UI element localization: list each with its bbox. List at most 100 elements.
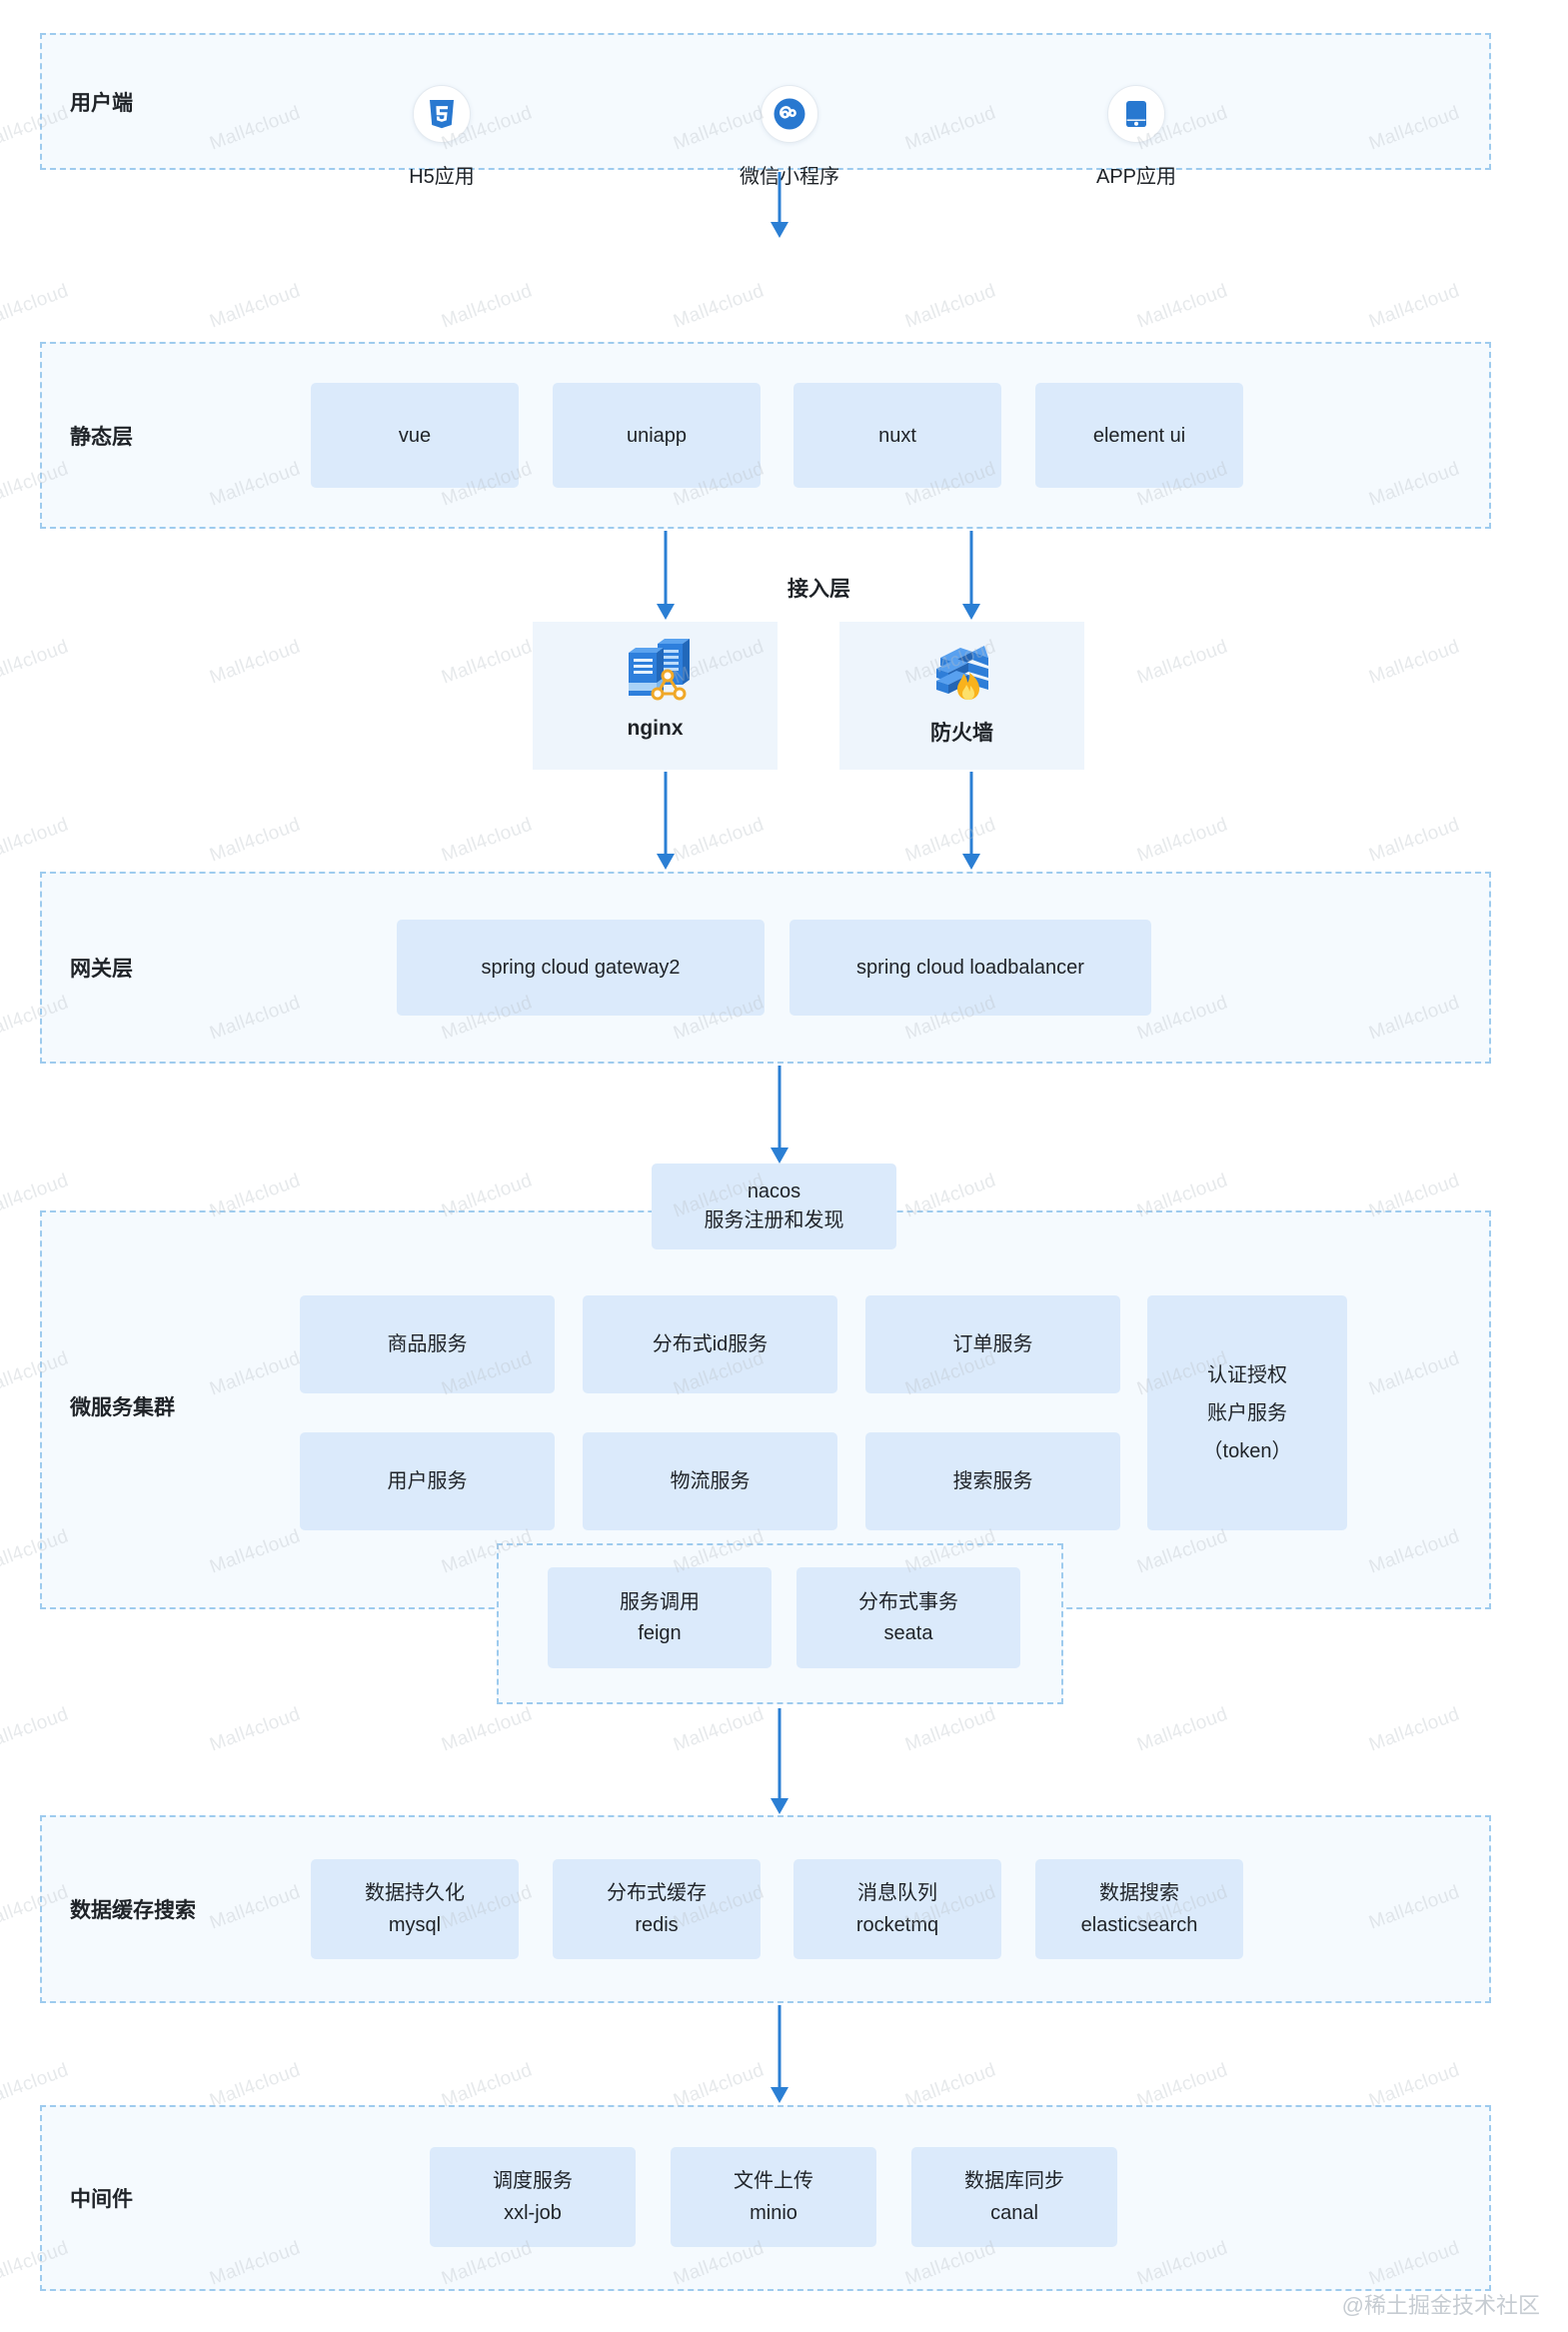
watermark-text: Mall4cloud [1134,814,1231,867]
watermark-text: Mall4cloud [1366,814,1463,867]
data-line2: rocketmq [855,1914,939,1936]
html5-icon [413,85,471,143]
tile-label: 用户服务 [387,1470,468,1492]
microservice-tile-feign[interactable]: 服务调用 feign [548,1567,772,1668]
microservice-tile-seata[interactable]: 分布式事务 seata [796,1567,1020,1668]
mw-line2: canal [990,2202,1038,2224]
data-tile-rocketmq[interactable]: 消息队列 rocketmq [793,1859,1001,1959]
data-line1: 数据搜索 [1099,1882,1179,1904]
layer-panel-static: 静态层 [40,342,1491,529]
watermark-text: Mall4cloud [207,636,304,689]
layer-label-middleware: 中间件 [70,2188,133,2211]
watermark-text: Mall4cloud [671,280,768,333]
microservice-tile-order[interactable]: 订单服务 [865,1295,1120,1393]
arrow-firewall-to-gateway [961,772,981,870]
microservice-tile-distributed-id[interactable]: 分布式id服务 [583,1295,837,1393]
feign-line2: feign [638,1621,682,1644]
tile-label: 搜索服务 [952,1470,1033,1492]
watermark-text: Mall4cloud [207,814,304,867]
watermark-text: Mall4cloud [1134,1703,1231,1756]
watermark-text: Mall4cloud [1366,636,1463,689]
layer-label-static: 静态层 [70,425,133,449]
server-rack-icon [621,638,691,707]
middleware-tile-minio[interactable]: 文件上传 minio [671,2147,876,2247]
data-line1: 分布式缓存 [607,1882,707,1904]
watermark-text: Mall4cloud [671,814,768,867]
watermark-text: Mall4cloud [207,1703,304,1756]
watermark-text: Mall4cloud [0,636,72,689]
microservice-tile-logistics[interactable]: 物流服务 [583,1432,837,1530]
nacos-line2: 服务注册和发现 [704,1209,844,1231]
data-tile-elasticsearch[interactable]: 数据搜索 elasticsearch [1035,1859,1243,1959]
data-line1: 数据持久化 [365,1882,465,1904]
gateway-tile-loadbalancer[interactable]: spring cloud loadbalancer [789,920,1151,1016]
static-tile-uniapp[interactable]: uniapp [553,383,761,488]
watermark-text: Mall4cloud [902,1703,999,1756]
auth-line2: 账户服务 [1207,1401,1287,1424]
watermark-text: Mall4cloud [1366,1703,1463,1756]
credit-text: @稀土掘金技术社区 [1341,2293,1540,2318]
data-line2: elasticsearch [1080,1914,1198,1936]
microservice-tile-nacos[interactable]: nacos 服务注册和发现 [652,1164,896,1249]
watermark-text: Mall4cloud [439,1703,536,1756]
card-label: 防火墙 [930,722,993,745]
feign-line1: 服务调用 [620,1590,700,1613]
arrow-nginx-to-gateway [656,772,676,870]
microservice-tile-product[interactable]: 商品服务 [300,1295,555,1393]
tile-label: spring cloud loadbalancer [856,957,1084,979]
tile-label: 分布式id服务 [652,1333,769,1355]
middleware-tile-xxl-job[interactable]: 调度服务 xxl-job [430,2147,636,2247]
client-h5[interactable]: H5应用 [390,85,494,189]
arrow-gateway-to-nacos [770,1066,789,1164]
tile-label: 物流服务 [670,1470,751,1492]
mobile-phone-icon [1107,85,1165,143]
watermark-text: Mall4cloud [1134,280,1231,333]
layer-label-client: 用户端 [70,91,133,115]
layer-label-gateway: 网关层 [70,958,133,981]
gateway-tile-gateway2[interactable]: spring cloud gateway2 [397,920,765,1016]
static-tile-element-ui[interactable]: element ui [1035,383,1243,488]
tile-label: element ui [1092,424,1186,447]
client-wechat-miniprogram[interactable]: 微信小程序 [738,85,841,189]
watermark-text: Mall4cloud [902,814,999,867]
data-tile-mysql[interactable]: 数据持久化 mysql [311,1859,519,1959]
arrow-client-to-static [770,172,789,238]
static-tile-nuxt[interactable]: nuxt [793,383,1001,488]
mw-line2: minio [750,2202,797,2224]
client-label: 微信小程序 [740,166,839,188]
client-app[interactable]: APP应用 [1084,85,1188,189]
layer-label-microservice: 微服务集群 [70,1396,175,1419]
tile-label: vue [398,424,432,447]
watermark-text: Mall4cloud [1134,636,1231,689]
access-card-nginx[interactable]: nginx [533,622,778,770]
static-tile-vue[interactable]: vue [311,383,519,488]
tile-label: 订单服务 [952,1333,1033,1355]
data-line1: 消息队列 [857,1882,937,1904]
auth-line3: （token） [1202,1439,1292,1462]
nacos-line1: nacos [747,1180,801,1202]
seata-line2: seata [883,1621,933,1644]
watermark-text: Mall4cloud [0,814,72,867]
mw-line2: xxl-job [504,2202,562,2224]
middleware-tile-canal[interactable]: 数据库同步 canal [911,2147,1117,2247]
client-label: APP应用 [1095,166,1177,188]
data-line2: mysql [388,1914,442,1936]
tile-label: spring cloud gateway2 [481,957,681,979]
card-label: nginx [627,717,684,740]
mw-line1: 文件上传 [734,2170,813,2192]
wechat-miniprogram-icon [761,85,818,143]
watermark-text: Mall4cloud [207,280,304,333]
watermark-text: Mall4cloud [439,814,536,867]
data-tile-redis[interactable]: 分布式缓存 redis [553,1859,761,1959]
layer-label-data: 数据缓存搜索 [70,1899,196,1922]
microservice-tile-user[interactable]: 用户服务 [300,1432,555,1530]
watermark-text: Mall4cloud [671,1703,768,1756]
data-line2: redis [635,1914,679,1936]
watermark-text: Mall4cloud [0,280,72,333]
tile-label: uniapp [626,424,688,447]
access-card-firewall[interactable]: 防火墙 [839,622,1084,770]
microservice-tile-auth[interactable]: 认证授权 账户服务 （token） [1147,1295,1347,1530]
watermark-text: Mall4cloud [439,636,536,689]
microservice-tile-search[interactable]: 搜索服务 [865,1432,1120,1530]
watermark-text: Mall4cloud [0,1703,72,1756]
